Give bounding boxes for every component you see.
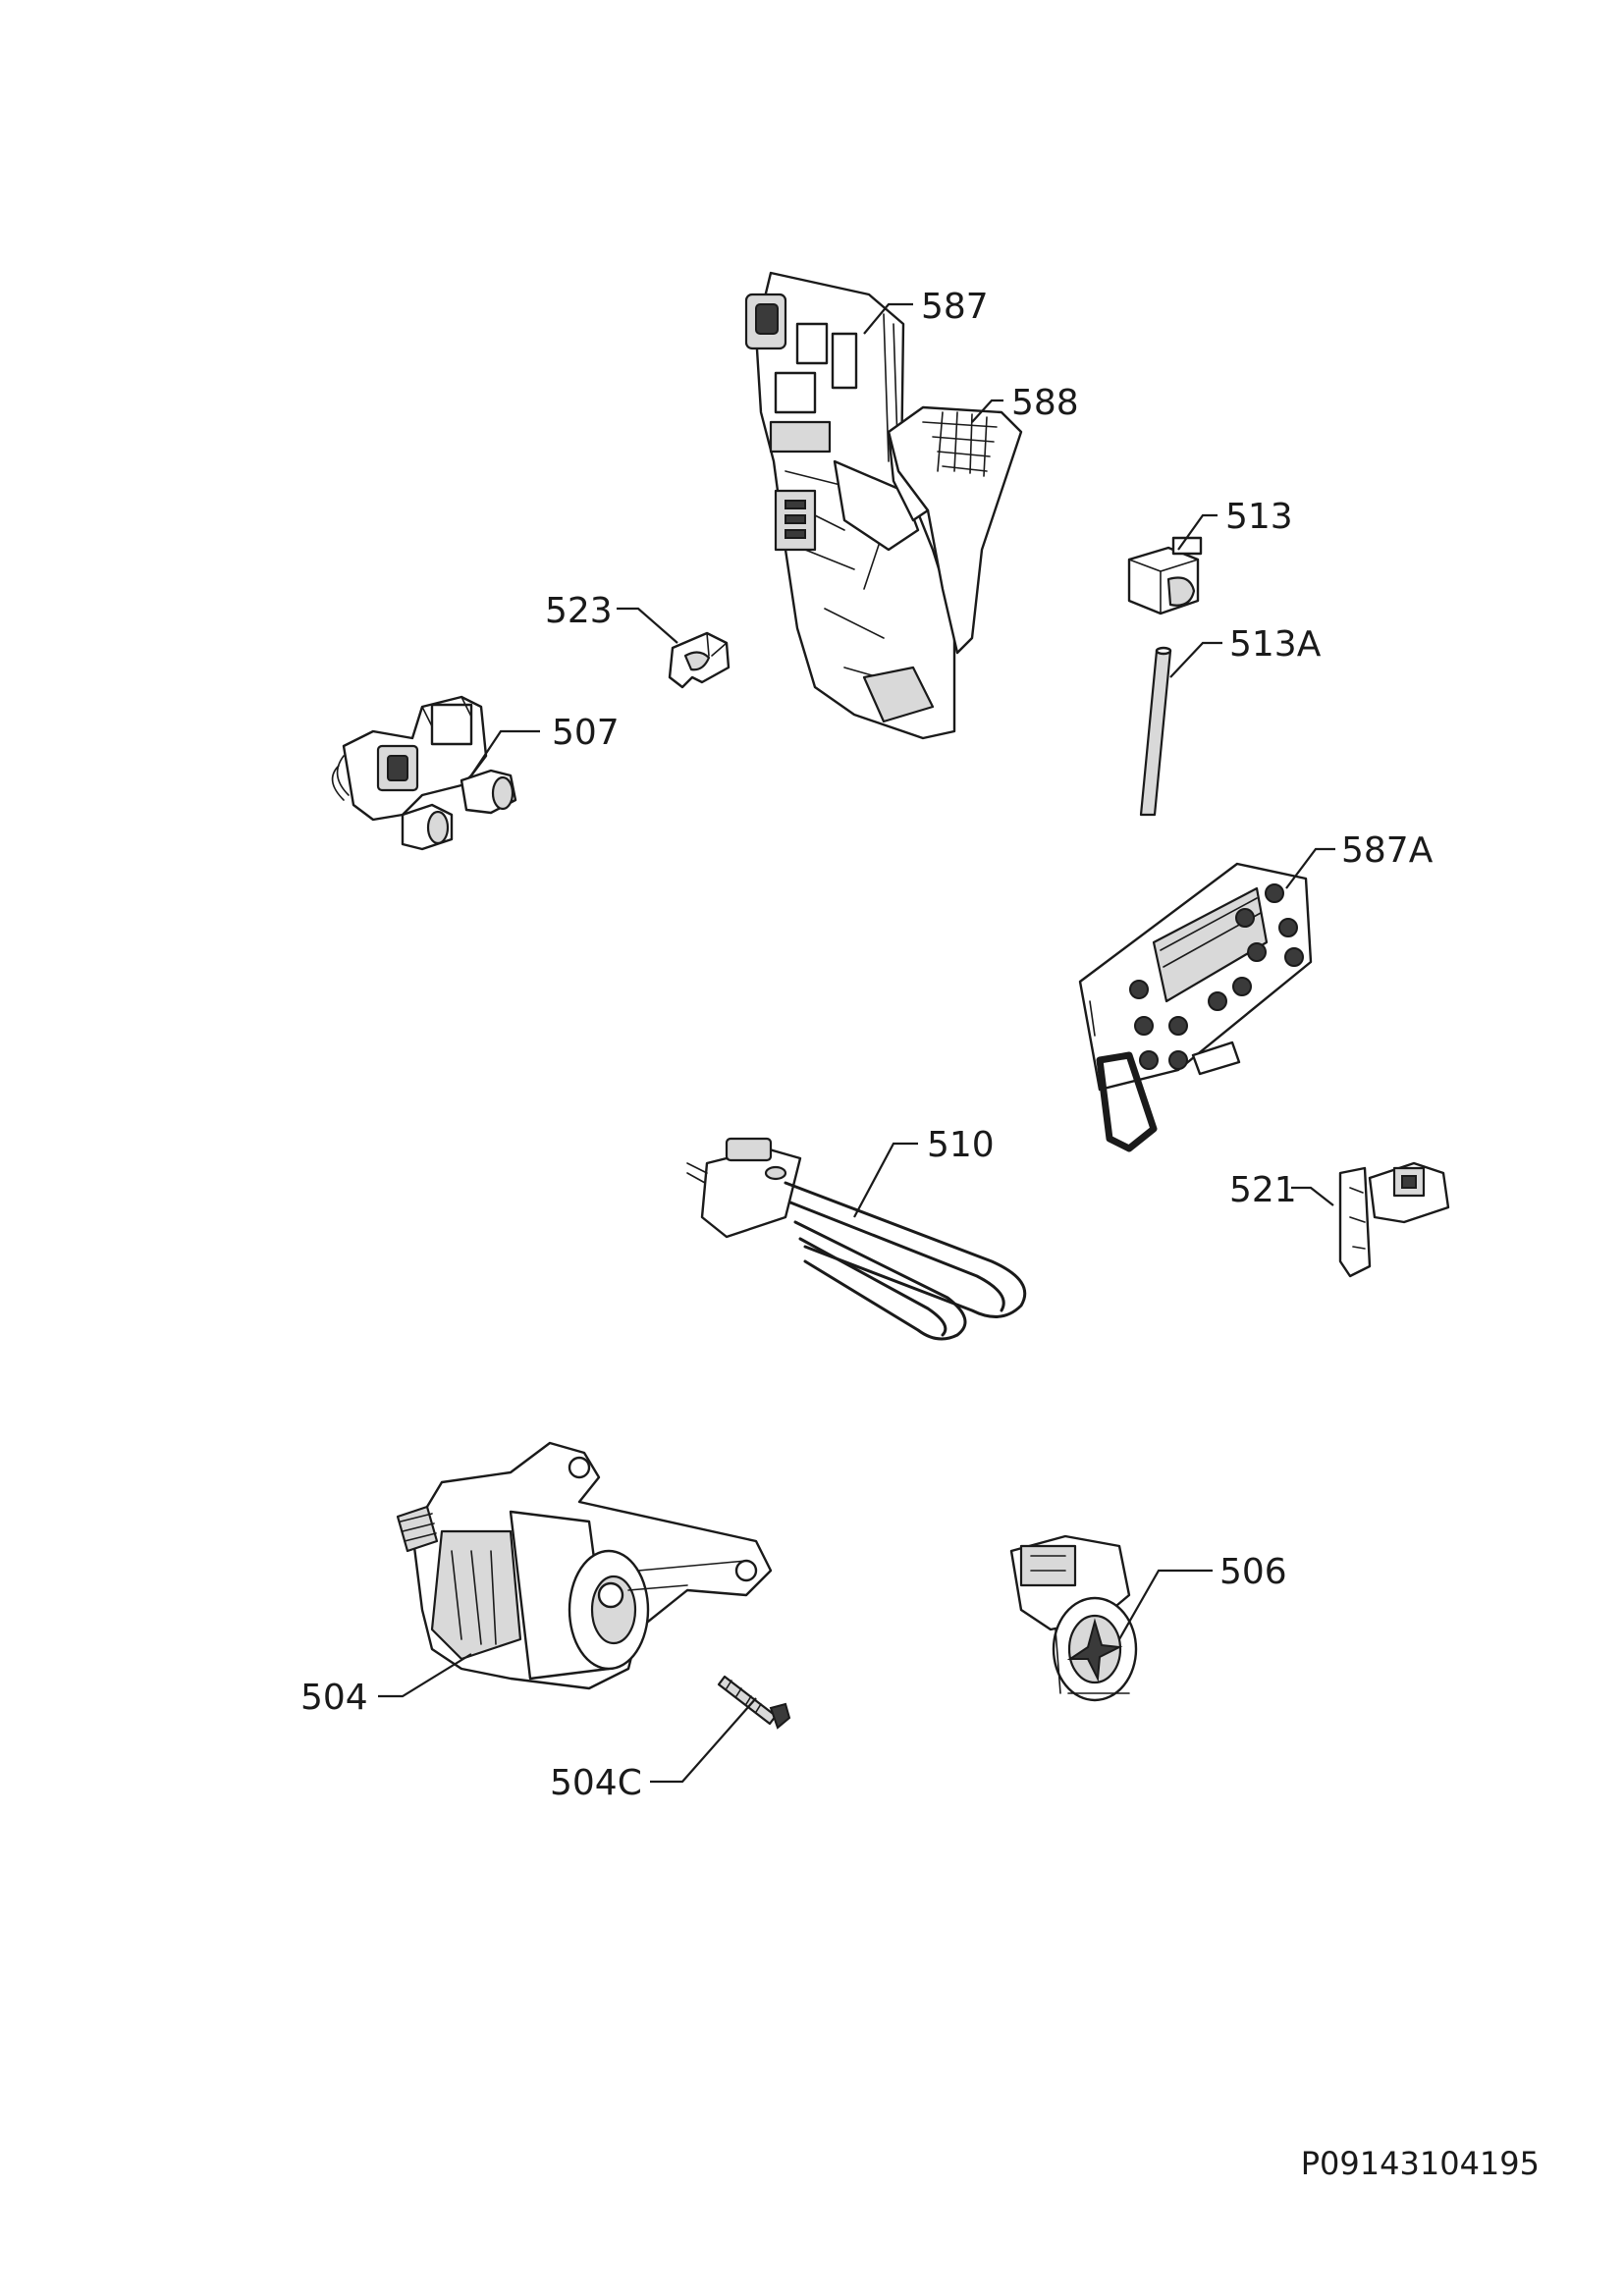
callout-504C: 504C xyxy=(550,1763,642,1803)
part-510-heating-element xyxy=(686,1137,1027,1341)
callout-504: 504 xyxy=(300,1678,368,1718)
part-513A-rod xyxy=(1139,646,1172,817)
callout-521: 521 xyxy=(1229,1170,1297,1210)
callout-510: 510 xyxy=(927,1125,995,1165)
leader-587A xyxy=(1285,847,1335,889)
drawing-code: P09143104195 xyxy=(1300,2145,1540,2182)
leader-523 xyxy=(617,607,678,644)
leader-504 xyxy=(378,1653,472,1698)
callout-labels: 587 588 513 513A 523 507 587A 510 521 50… xyxy=(300,287,1434,1803)
callout-513A: 513A xyxy=(1229,624,1322,665)
callout-506: 506 xyxy=(1219,1552,1287,1592)
part-507-inlet-valve xyxy=(331,695,517,851)
part-504-motor xyxy=(396,1441,773,1690)
part-504C-screw xyxy=(717,1675,791,1730)
leader-513 xyxy=(1177,513,1218,551)
part-521-door-lock xyxy=(1338,1161,1450,1278)
callout-587: 587 xyxy=(921,287,989,327)
part-587A-interface-board xyxy=(1078,862,1313,1152)
leader-513A xyxy=(1169,641,1222,678)
part-523-clip xyxy=(668,631,731,689)
leader-588 xyxy=(971,399,1003,423)
leader-521 xyxy=(1291,1186,1334,1206)
leader-504C xyxy=(650,1697,757,1784)
part-513-switch xyxy=(1127,536,1203,615)
leader-lines xyxy=(378,302,1335,1784)
callout-587A: 587A xyxy=(1341,830,1434,871)
leader-510 xyxy=(853,1142,918,1218)
part-588-connector-cover xyxy=(887,405,1023,655)
knob-row xyxy=(1129,883,1304,1070)
part-506-drain-pump xyxy=(1009,1534,1138,1702)
leader-507 xyxy=(470,729,540,776)
leader-587 xyxy=(863,302,913,335)
leader-506 xyxy=(1118,1569,1213,1640)
callout-513: 513 xyxy=(1225,497,1293,537)
callout-523: 523 xyxy=(545,591,613,631)
callout-507: 507 xyxy=(552,713,620,753)
part-587-control-board xyxy=(744,271,956,740)
callout-588: 588 xyxy=(1011,383,1079,423)
